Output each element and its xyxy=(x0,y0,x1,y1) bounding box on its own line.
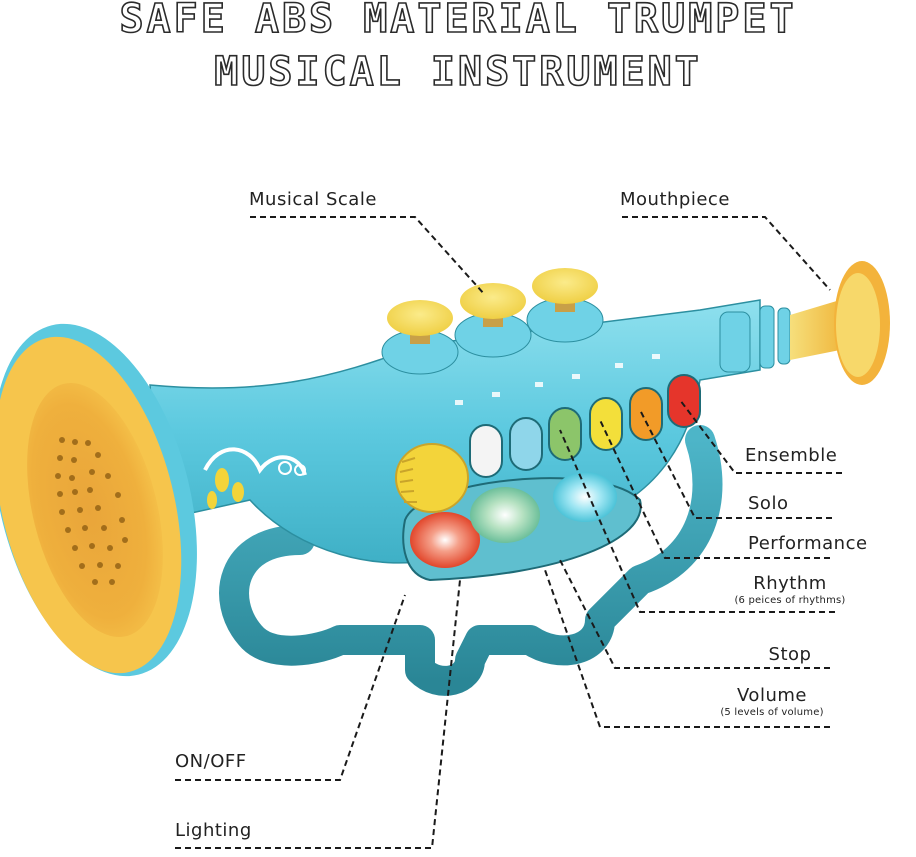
label-rhythm-note: (6 peices of rhythms) xyxy=(734,595,846,606)
key-symbols xyxy=(455,354,660,405)
label-rhythm: Rhythm xyxy=(753,573,827,594)
title-line-2: MUSICAL INSTRUMENT xyxy=(213,49,702,95)
bell xyxy=(0,323,197,677)
lower-tubing xyxy=(219,425,723,696)
label-volume-note: (5 levels of volume) xyxy=(720,707,824,718)
leader-lines xyxy=(175,216,842,849)
label-stop: Stop xyxy=(768,644,812,665)
label-lighting: Lighting xyxy=(175,820,252,841)
valves xyxy=(381,268,604,375)
volume-knob xyxy=(395,443,469,513)
label-ensemble: Ensemble xyxy=(745,445,838,466)
label-solo: Solo xyxy=(748,493,789,514)
mouthpiece xyxy=(719,261,890,385)
colored-keys xyxy=(469,374,701,478)
light-window xyxy=(402,472,642,582)
label-mouthpiece: Mouthpiece xyxy=(620,189,730,210)
label-volume: Volume xyxy=(737,685,807,706)
label-performance: Performance xyxy=(748,533,868,554)
floral-decoration xyxy=(203,447,307,509)
label-musical-scale: Musical Scale xyxy=(249,189,377,210)
label-on-off: ON/OFF xyxy=(175,751,247,772)
title-line-1: SAFE ABS MATERIAL TRUMPET xyxy=(119,0,797,42)
